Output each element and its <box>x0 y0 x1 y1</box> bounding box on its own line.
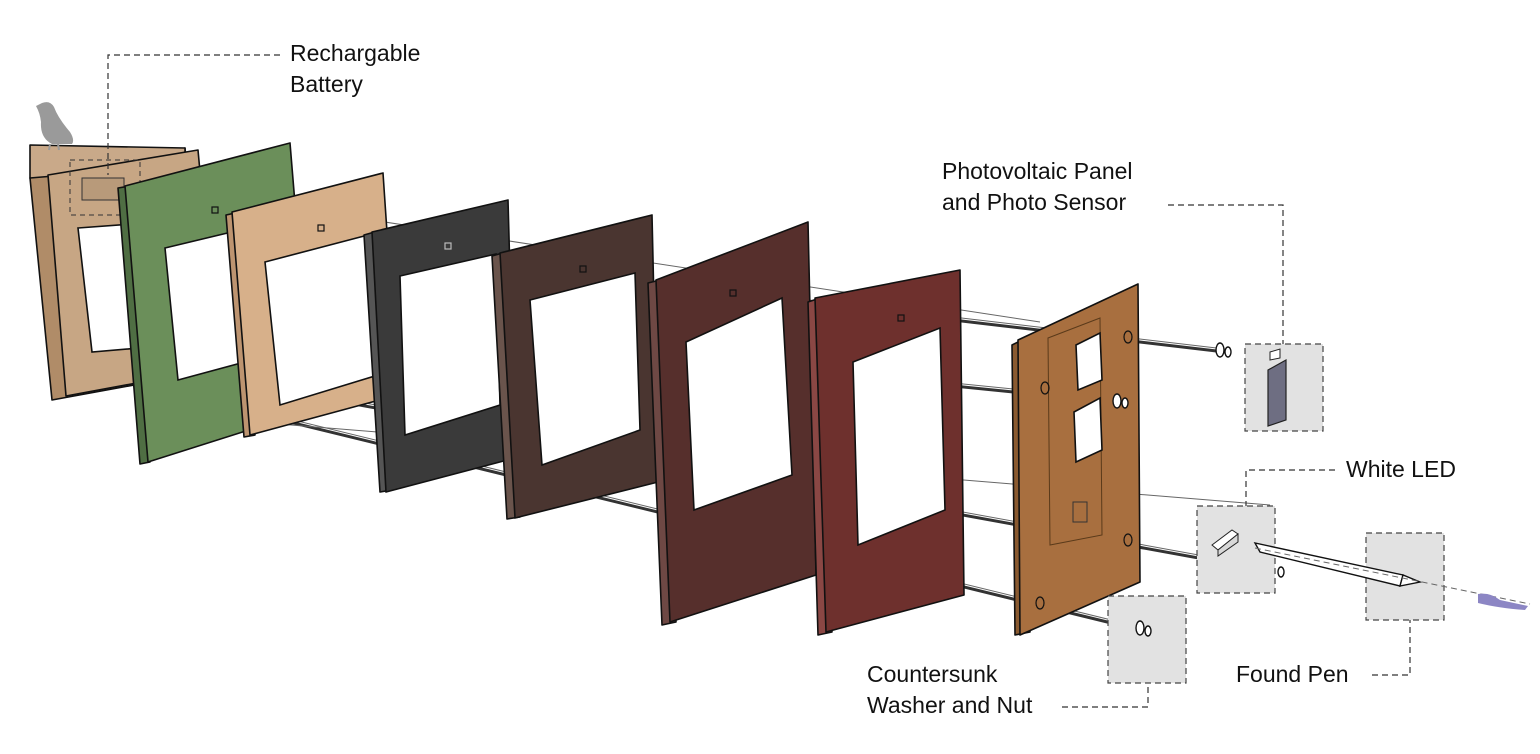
panel-front-wood <box>1011 283 1141 636</box>
panel-maroon-brown <box>647 221 817 626</box>
panel-black <box>363 199 516 493</box>
bird-icon <box>36 102 74 151</box>
battery-label-line-1: Rechargable <box>290 40 421 66</box>
washer-nut-mid <box>1112 393 1129 409</box>
sensor-window-upper <box>1075 331 1103 392</box>
pen-label: Found Pen <box>1236 659 1349 690</box>
washer-callout-box <box>1107 595 1187 684</box>
led-label-line-1: White LED <box>1346 456 1456 482</box>
battery-label-line-2: Battery <box>290 71 363 97</box>
washer-label-line-2: Washer and Nut <box>867 692 1033 718</box>
battery-label: Rechargable Battery <box>290 38 420 100</box>
washer-nut-top <box>1215 342 1232 358</box>
photovoltaic-label-line-2: and Photo Sensor <box>942 189 1127 215</box>
sensor-window-lower <box>1073 396 1103 464</box>
pen-tip-shape <box>1478 593 1528 610</box>
panel-dark-brown <box>491 214 659 520</box>
led-label: White LED <box>1346 454 1456 485</box>
panel-red <box>807 269 965 636</box>
found-pen <box>1253 541 1531 610</box>
washer-label: Countersunk Washer and Nut <box>867 659 1032 721</box>
photovoltaic-callout-box <box>1244 343 1324 432</box>
pen-label-line-1: Found Pen <box>1236 661 1349 687</box>
photovoltaic-label: Photovoltaic Panel and Photo Sensor <box>942 156 1133 218</box>
leader-lines <box>107 54 1411 708</box>
washer-label-line-1: Countersunk <box>867 661 998 687</box>
photovoltaic-label-line-1: Photovoltaic Panel <box>942 158 1133 184</box>
